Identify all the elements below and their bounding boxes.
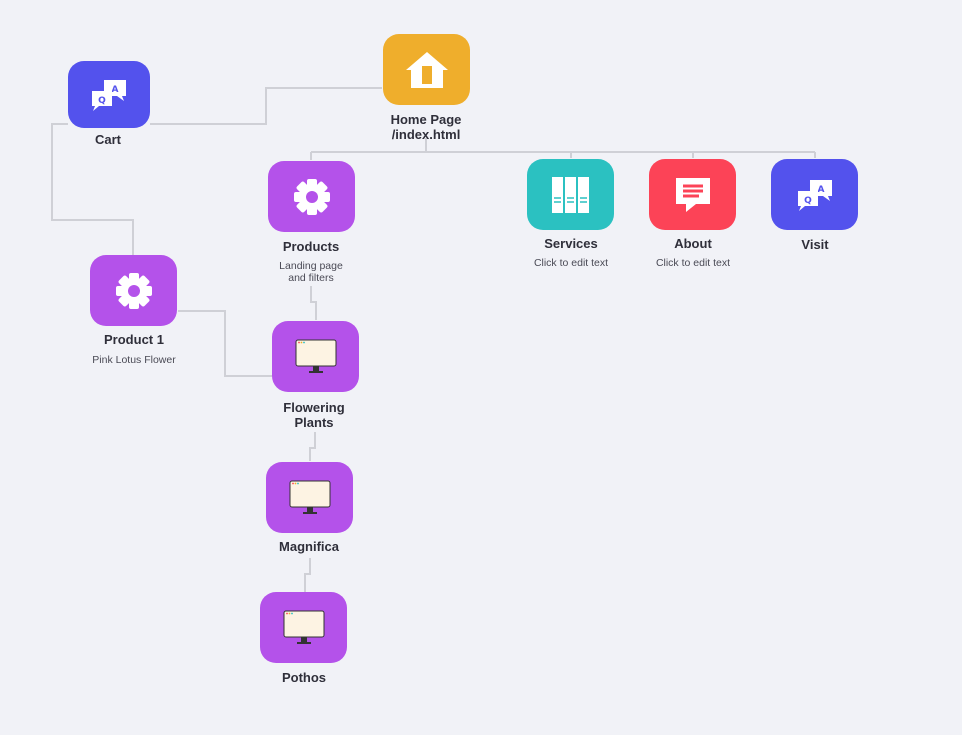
qa-chat-icon: A Q [797, 179, 832, 211]
products-tile[interactable] [268, 161, 355, 232]
services-desc: Click to edit text [533, 257, 609, 269]
products-desc-line2: and filters [288, 272, 334, 284]
monitor-icon [295, 339, 336, 373]
services-tile[interactable] [527, 159, 614, 230]
gear-icon [115, 272, 152, 309]
products-desc-line1: Landing page [279, 260, 343, 272]
connector-cart-product1 [51, 123, 134, 255]
about-tile[interactable] [649, 159, 736, 230]
product1-title: Product 1 [104, 332, 164, 347]
monitor-icon [283, 610, 324, 644]
svg-text:Q: Q [804, 196, 812, 206]
cart-tile[interactable]: A Q [68, 61, 150, 128]
home-subtitle: /index.html [391, 127, 461, 142]
about-title: About [674, 236, 712, 251]
connector-products-flowering [310, 286, 317, 320]
flowering-title-line2: Plants [294, 415, 334, 430]
books-icon [551, 176, 589, 213]
svg-text:Q: Q [98, 96, 106, 106]
house-icon [405, 51, 448, 88]
message-icon [675, 177, 710, 212]
products-title: Products [282, 239, 340, 254]
pothos-title: Pothos [281, 670, 327, 685]
connector-magnifica-pothos [304, 558, 311, 592]
pothos-tile[interactable] [260, 592, 347, 663]
flowering-tile[interactable] [272, 321, 359, 392]
magnifica-title: Magnifica [279, 539, 339, 554]
magnifica-tile[interactable] [266, 462, 353, 533]
connector-flowering-magnifica [309, 432, 316, 461]
cart-title: Cart [94, 132, 122, 147]
qa-chat-icon: A Q [92, 79, 126, 111]
visit-tile[interactable]: A Q [771, 159, 858, 230]
product1-desc: Pink Lotus Flower [92, 354, 176, 366]
gear-icon [293, 178, 330, 215]
connector-home-cart [150, 87, 382, 125]
connector-product1-flowering [178, 310, 272, 377]
flowering-title-line1: Flowering [283, 400, 345, 415]
home-tile[interactable] [383, 34, 470, 105]
svg-text:A: A [112, 85, 119, 95]
monitor-icon [289, 480, 330, 514]
services-title: Services [544, 236, 598, 251]
svg-text:A: A [817, 185, 824, 195]
visit-title: Visit [801, 237, 829, 252]
about-desc: Click to edit text [655, 257, 731, 269]
home-title: Home Page [390, 112, 462, 127]
product1-tile[interactable] [90, 255, 177, 326]
